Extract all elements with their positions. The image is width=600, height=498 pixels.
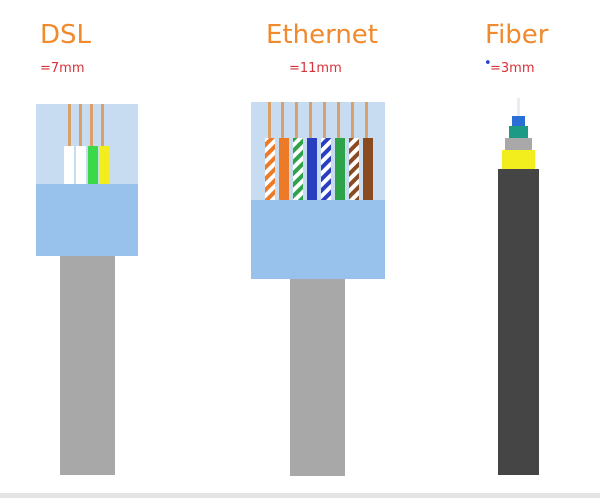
dsl-size: =7mm — [40, 61, 85, 76]
fiber-size: =3mm — [490, 61, 535, 76]
dsl-cable — [60, 255, 115, 475]
ethernet-wire-brown — [363, 138, 373, 200]
dsl-plug-top — [36, 104, 138, 186]
ethernet-wire-blue-white — [321, 138, 331, 200]
ethernet-title: Ethernet — [266, 20, 378, 50]
dsl-plug-body — [36, 184, 138, 256]
ethernet-size: =11mm — [289, 61, 342, 76]
fiber-strength-yellow — [502, 150, 535, 170]
dsl-wire-white-1 — [64, 146, 74, 184]
fiber-core — [512, 116, 525, 128]
bottom-divider — [0, 493, 600, 498]
ethernet-contacts — [268, 102, 368, 140]
fiber-title: Fiber — [485, 20, 549, 50]
dsl-wire-yellow — [99, 146, 109, 184]
ethernet-wire-brown-white — [349, 138, 359, 200]
ethernet-connector — [251, 102, 385, 476]
ethernet-plug-body — [251, 200, 385, 279]
ethernet-wire-orange — [279, 138, 289, 200]
fiber-connector — [498, 98, 539, 475]
ethernet-wire-blue — [307, 138, 317, 200]
dsl-title: DSL — [40, 20, 92, 50]
fiber-coating-gray — [505, 138, 532, 152]
ethernet-wire-orange-white — [265, 138, 275, 200]
dsl-contacts — [68, 104, 104, 148]
ethernet-wire-green-white — [293, 138, 303, 200]
dsl-wire-green — [88, 146, 98, 184]
fiber-jacket — [498, 169, 539, 475]
dsl-connector — [36, 104, 138, 475]
ethernet-cable — [290, 278, 345, 476]
fiber-buffer-green — [509, 126, 528, 140]
ethernet-wire-green — [335, 138, 345, 200]
fiber-marker-dot: • — [484, 56, 492, 71]
fiber-strand — [517, 98, 520, 120]
dsl-wire-white-2 — [76, 146, 86, 184]
